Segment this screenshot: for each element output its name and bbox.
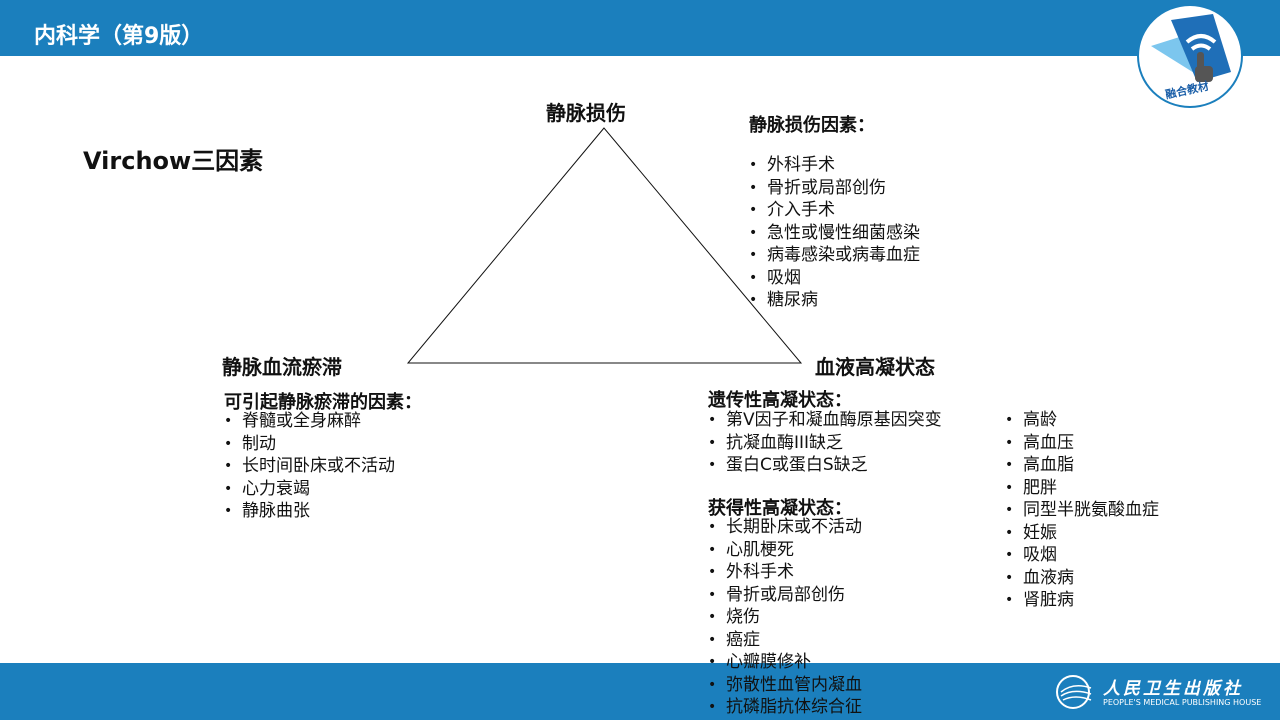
publisher-name-en: PEOPLE'S MEDICAL PUBLISHING HOUSE bbox=[1103, 698, 1262, 707]
list-item: 急性或慢性细菌感染 bbox=[749, 222, 920, 245]
list-item: 长时间卧床或不活动 bbox=[224, 455, 395, 478]
acquired-list: 长期卧床或不活动 心肌梗死 外科手术 骨折或局部创伤 烧伤 癌症 心瓣膜修补 弥… bbox=[708, 516, 862, 719]
list-item: 第V因子和凝血酶原基因突变 bbox=[708, 409, 942, 432]
list-item: 妊娠 bbox=[1005, 522, 1159, 545]
list-item: 静脉曲张 bbox=[224, 500, 395, 523]
footer-bar bbox=[0, 663, 1280, 720]
list-item: 心瓣膜修补 bbox=[708, 651, 862, 674]
overlap-risk-list: 高龄 高血压 高血脂 肥胖 同型半胱氨酸血症 妊娠 吸烟 血液病 肾脏病 bbox=[1005, 409, 1159, 612]
list-item: 心力衰竭 bbox=[224, 478, 395, 501]
header-bar: 内科学（第9版） bbox=[0, 0, 1280, 56]
list-item: 糖尿病 bbox=[749, 289, 920, 312]
list-item: 弥散性血管内凝血 bbox=[708, 674, 862, 697]
injury-heading: 静脉损伤因素： bbox=[749, 115, 875, 136]
list-item: 长期卧床或不活动 bbox=[708, 516, 862, 539]
list-item: 骨折或局部创伤 bbox=[749, 177, 920, 200]
acquired-heading: 获得性高凝状态： bbox=[708, 498, 852, 519]
vertex-hypercoagulability: 血液高凝状态 bbox=[815, 355, 935, 379]
list-item: 脊髓或全身麻醉 bbox=[224, 410, 395, 433]
list-item: 心肌梗死 bbox=[708, 539, 862, 562]
publisher-emblem-icon bbox=[1056, 675, 1092, 709]
vertex-venous-injury: 静脉损伤 bbox=[546, 101, 626, 125]
hereditary-heading: 遗传性高凝状态： bbox=[708, 390, 852, 411]
list-item: 烧伤 bbox=[708, 606, 862, 629]
publisher-logo: 人民卫生出版社 PEOPLE'S MEDICAL PUBLISHING HOUS… bbox=[1055, 672, 1270, 712]
list-item: 高龄 bbox=[1005, 409, 1159, 432]
list-item: 抗磷脂抗体综合征 bbox=[708, 696, 862, 719]
vertex-venous-stasis: 静脉血流瘀滞 bbox=[222, 355, 342, 379]
touch-wifi-icon bbox=[1151, 14, 1231, 82]
list-item: 外科手术 bbox=[749, 154, 920, 177]
list-item: 介入手术 bbox=[749, 199, 920, 222]
list-item: 骨折或局部创伤 bbox=[708, 584, 862, 607]
injury-list: 外科手术 骨折或局部创伤 介入手术 急性或慢性细菌感染 病毒感染或病毒血症 吸烟… bbox=[749, 154, 920, 312]
list-item: 同型半胱氨酸血症 bbox=[1005, 499, 1159, 522]
list-item: 高血压 bbox=[1005, 432, 1159, 455]
list-item: 抗凝血酶III缺乏 bbox=[708, 432, 942, 455]
hereditary-list: 第V因子和凝血酶原基因突变 抗凝血酶III缺乏 蛋白C或蛋白S缺乏 bbox=[708, 409, 942, 477]
stasis-heading: 可引起静脉瘀滞的因素： bbox=[224, 392, 422, 413]
list-item: 高血脂 bbox=[1005, 454, 1159, 477]
fusion-textbook-logo: 融合教材 bbox=[1137, 4, 1243, 108]
list-item: 肾脏病 bbox=[1005, 589, 1159, 612]
list-item: 肥胖 bbox=[1005, 477, 1159, 500]
stasis-list: 脊髓或全身麻醉 制动 长时间卧床或不活动 心力衰竭 静脉曲张 bbox=[224, 410, 395, 523]
list-item: 病毒感染或病毒血症 bbox=[749, 244, 920, 267]
list-item: 血液病 bbox=[1005, 567, 1159, 590]
publisher-name-cn: 人民卫生出版社 bbox=[1103, 679, 1243, 699]
book-title: 内科学（第9版） bbox=[34, 24, 204, 49]
list-item: 吸烟 bbox=[749, 267, 920, 290]
list-item: 癌症 bbox=[708, 629, 862, 652]
list-item: 蛋白C或蛋白S缺乏 bbox=[708, 454, 942, 477]
list-item: 外科手术 bbox=[708, 561, 862, 584]
slide-title: Virchow三因素 bbox=[83, 147, 264, 175]
list-item: 吸烟 bbox=[1005, 544, 1159, 567]
list-item: 制动 bbox=[224, 433, 395, 456]
